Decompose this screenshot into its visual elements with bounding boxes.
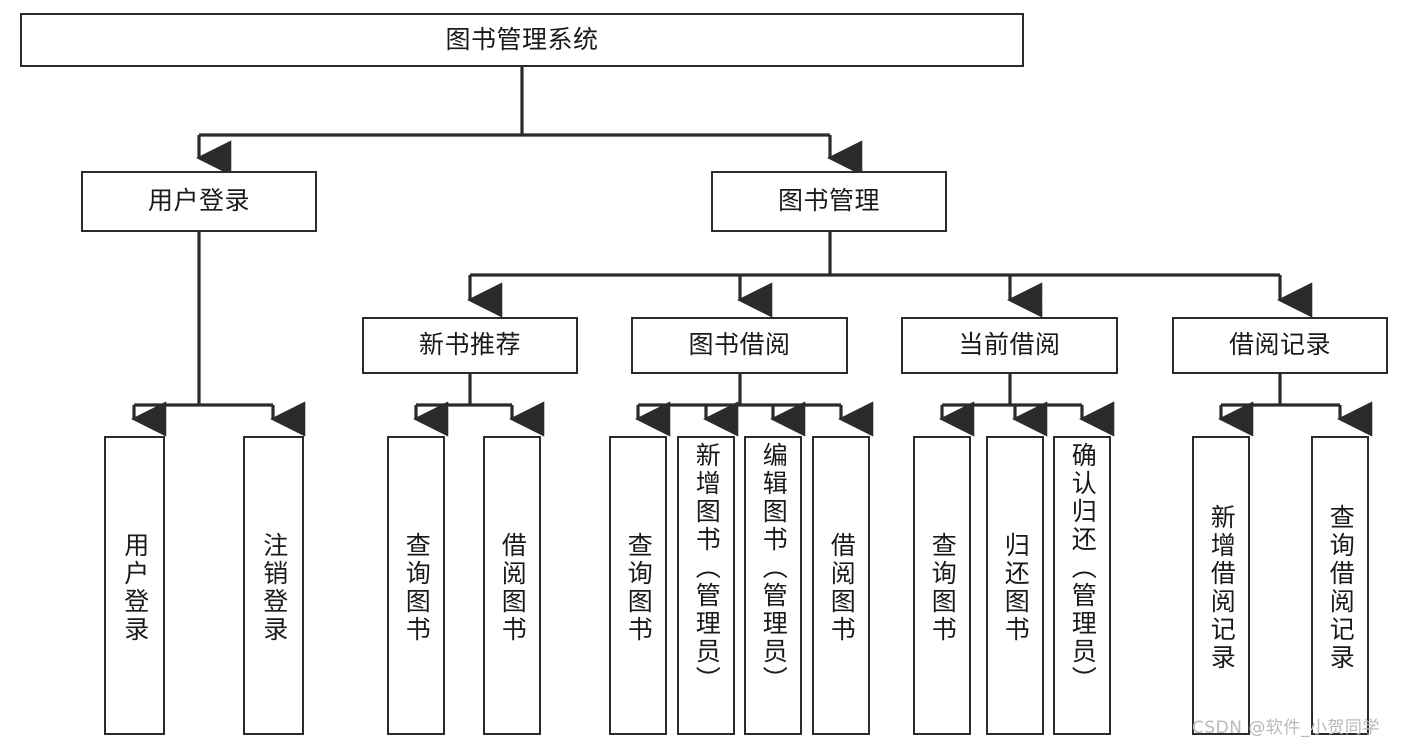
node-book-manage[interactable]: 图书管理: [711, 171, 947, 232]
node-leaf-borrow-book-1-label: 借阅图书: [498, 531, 528, 644]
node-leaf-confirm-return-label: 确认归还（管理员）: [1068, 442, 1098, 694]
node-leaf-query-book-2[interactable]: 查询图书: [609, 436, 667, 735]
node-leaf-user-logout-label: 注销登录: [259, 531, 289, 644]
node-leaf-query-book-3-label: 查询图书: [928, 531, 958, 644]
node-leaf-user-login[interactable]: 用户登录: [104, 436, 165, 735]
node-root-label: 图书管理系统: [445, 24, 599, 54]
node-leaf-borrow-book-1[interactable]: 借阅图书: [483, 436, 541, 735]
node-leaf-return-book[interactable]: 归还图书: [986, 436, 1044, 735]
node-leaf-add-record-label: 新增借阅记录: [1207, 503, 1237, 672]
node-book-borrow[interactable]: 图书借阅: [631, 317, 848, 374]
node-root[interactable]: 图书管理系统: [20, 13, 1024, 67]
node-new-book-rec[interactable]: 新书推荐: [362, 317, 578, 374]
node-leaf-edit-book-label: 编辑图书（管理员）: [759, 442, 789, 694]
node-leaf-query-record-label: 查询借阅记录: [1326, 503, 1356, 672]
node-leaf-borrow-book-2-label: 借阅图书: [827, 531, 857, 644]
node-leaf-confirm-return[interactable]: 确认归还（管理员）: [1053, 436, 1111, 735]
node-leaf-borrow-book-2[interactable]: 借阅图书: [812, 436, 870, 735]
node-leaf-add-book-label: 新增图书（管理员）: [692, 442, 722, 694]
node-leaf-query-book-3[interactable]: 查询图书: [913, 436, 971, 735]
node-leaf-query-book-1-label: 查询图书: [402, 531, 432, 644]
node-leaf-query-book-1[interactable]: 查询图书: [387, 436, 445, 735]
node-user-login-label: 用户登录: [147, 186, 250, 216]
node-leaf-user-login-label: 用户登录: [120, 531, 150, 644]
node-leaf-return-book-label: 归还图书: [1001, 531, 1031, 644]
watermark-text: CSDN @软件_小贺同学: [1192, 718, 1380, 738]
node-leaf-query-book-2-label: 查询图书: [624, 531, 654, 644]
node-leaf-user-logout[interactable]: 注销登录: [243, 436, 304, 735]
node-user-login[interactable]: 用户登录: [81, 171, 317, 232]
node-borrow-record[interactable]: 借阅记录: [1172, 317, 1388, 374]
node-borrow-record-label: 借阅记录: [1228, 330, 1331, 360]
node-leaf-add-record[interactable]: 新增借阅记录: [1192, 436, 1250, 735]
node-leaf-add-book[interactable]: 新增图书（管理员）: [677, 436, 735, 735]
node-leaf-query-record[interactable]: 查询借阅记录: [1311, 436, 1369, 735]
node-book-manage-label: 图书管理: [777, 186, 880, 216]
node-book-borrow-label: 图书借阅: [688, 330, 791, 360]
node-current-borrow[interactable]: 当前借阅: [901, 317, 1118, 374]
node-leaf-edit-book[interactable]: 编辑图书（管理员）: [744, 436, 802, 735]
node-new-book-rec-label: 新书推荐: [418, 330, 521, 360]
node-current-borrow-label: 当前借阅: [958, 330, 1061, 360]
